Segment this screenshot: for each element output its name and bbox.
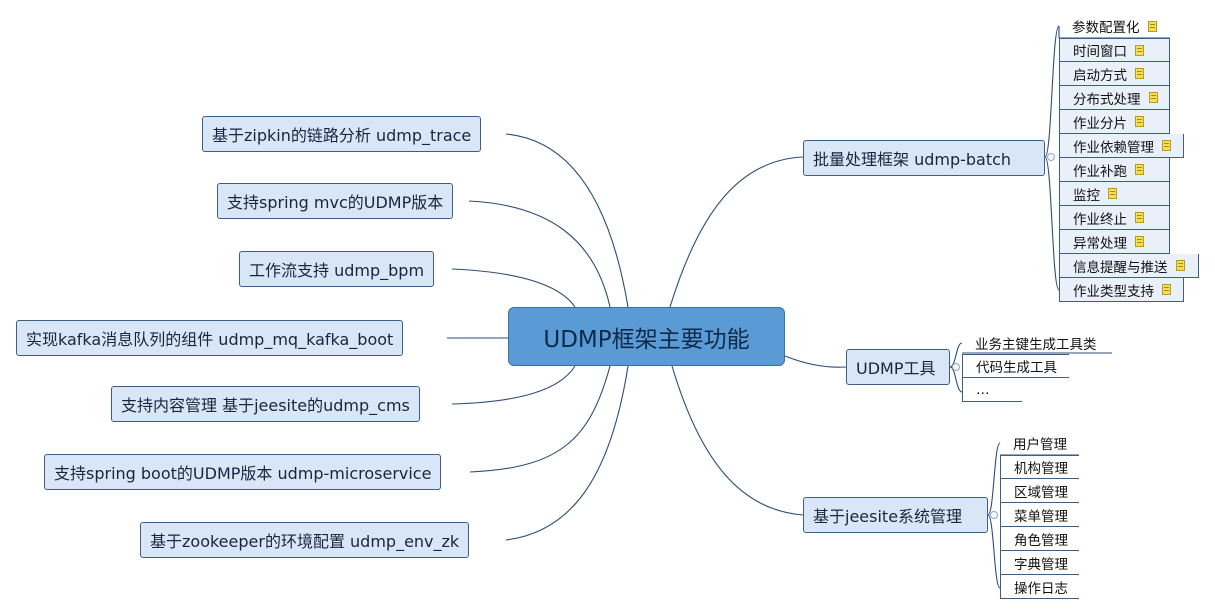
batch-item-label: 监控 <box>1073 187 1100 204</box>
topic-cms[interactable]: 支持内容管理 基于jeesite的udmp_cms <box>111 386 420 422</box>
jeesite-item-menu[interactable]: 菜单管理 <box>1000 503 1079 527</box>
tools-item-more[interactable]: … <box>962 378 1022 402</box>
batch-item-label: 作业补跑 <box>1073 163 1127 180</box>
note-icon <box>1162 284 1171 295</box>
batch-item-monitor[interactable]: 监控 <box>1059 182 1170 206</box>
tools-item-label: 代码生成工具 <box>976 360 1057 376</box>
jeesite-item-label: 字典管理 <box>1014 556 1068 573</box>
batch-item-label: 信息提醒与推送 <box>1073 259 1168 276</box>
note-icon <box>1135 164 1144 175</box>
link-batch <box>669 156 804 308</box>
batch-item-distributed[interactable]: 分布式处理 <box>1059 86 1170 110</box>
jeesite-item-label: 区域管理 <box>1014 484 1068 501</box>
tools-item-label: … <box>976 381 990 398</box>
topic-udmp-trace[interactable]: 基于zipkin的链路分析 udmp_trace <box>202 116 482 152</box>
note-icon <box>1135 116 1144 127</box>
collapse-tools-icon[interactable] <box>952 363 960 371</box>
link-microservice <box>469 365 611 473</box>
batch-item-rerun[interactable]: 作业补跑 <box>1059 158 1170 182</box>
jeesite-item-dict[interactable]: 字典管理 <box>1000 551 1079 575</box>
jeesite-item-label: 菜单管理 <box>1014 508 1068 525</box>
topic-udmp-batch[interactable]: 批量处理框架 udmp-batch <box>803 140 1045 176</box>
batch-item-terminate[interactable]: 作业终止 <box>1059 206 1170 230</box>
topic-spring-mvc[interactable]: 支持spring mvc的UDMP版本 <box>217 183 454 219</box>
topic-udmp-tools[interactable]: UDMP工具 <box>846 349 950 385</box>
jeesite-item-log[interactable]: 操作日志 <box>1000 575 1079 599</box>
jeesite-item-role[interactable]: 角色管理 <box>1000 527 1079 551</box>
topic-kafka[interactable]: 实现kafka消息队列的组件 udmp_mq_kafka_boot <box>16 320 404 356</box>
central-topic[interactable]: UDMP框架主要功能 <box>508 307 785 366</box>
topic-microservice[interactable]: 支持spring boot的UDMP版本 udmp-microservice <box>44 454 442 490</box>
topic-env-zk[interactable]: 基于zookeeper的环境配置 udmp_env_zk <box>140 522 470 558</box>
note-icon <box>1175 260 1185 271</box>
bracket-jeesite <box>987 442 1001 589</box>
collapse-batch-icon[interactable] <box>1047 153 1055 161</box>
note-icon <box>1135 212 1144 223</box>
batch-item-label: 异常处理 <box>1073 235 1127 252</box>
jeesite-item-label: 机构管理 <box>1014 461 1068 477</box>
tools-item-code-gen[interactable]: 代码生成工具 <box>962 354 1069 378</box>
batch-item-label: 启动方式 <box>1073 67 1127 84</box>
batch-item-label: 作业终止 <box>1073 211 1127 228</box>
link-trace <box>505 133 629 308</box>
note-icon <box>1162 140 1171 151</box>
link-bpm <box>451 268 576 308</box>
batch-item-startup[interactable]: 启动方式 <box>1059 62 1170 86</box>
note-icon <box>1108 188 1117 199</box>
batch-item-label: 时间窗口 <box>1073 44 1127 60</box>
batch-item-label: 作业分片 <box>1073 115 1127 132</box>
link-cms <box>451 365 576 405</box>
note-icon <box>1135 68 1144 79</box>
batch-item-label: 参数配置化 <box>1072 20 1140 36</box>
jeesite-item-label: 角色管理 <box>1014 532 1068 549</box>
note-icon <box>1135 236 1144 247</box>
note-icon <box>1147 20 1157 32</box>
note-icon <box>1148 92 1158 103</box>
batch-item-jobtype[interactable]: 作业类型支持 <box>1059 278 1184 302</box>
link-jeesite <box>671 365 804 516</box>
link-zk <box>505 365 629 541</box>
topic-jeesite[interactable]: 基于jeesite系统管理 <box>803 497 988 533</box>
bracket-batch <box>1044 25 1060 291</box>
jeesite-item-users[interactable]: 用户管理 <box>1000 431 1079 455</box>
tools-item-key-gen[interactable]: 业务主键生成工具类 <box>962 331 1112 355</box>
jeesite-item-org[interactable]: 机构管理 <box>1000 455 1079 479</box>
bracket-tools <box>949 342 963 393</box>
batch-item-notify[interactable]: 信息提醒与推送 <box>1059 254 1199 278</box>
batch-item-label: 作业类型支持 <box>1073 283 1154 300</box>
batch-item-label: 作业依赖管理 <box>1073 139 1154 156</box>
topic-udmp-bpm[interactable]: 工作流支持 udmp_bpm <box>239 251 435 287</box>
batch-item-sharding[interactable]: 作业分片 <box>1059 110 1170 134</box>
batch-item-dependency[interactable]: 作业依赖管理 <box>1059 134 1184 158</box>
jeesite-item-region[interactable]: 区域管理 <box>1000 479 1079 503</box>
batch-item-exception[interactable]: 异常处理 <box>1059 230 1170 254</box>
batch-item-params[interactable]: 参数配置化 <box>1059 14 1170 38</box>
batch-item-timewindow[interactable]: 时间窗口 <box>1059 38 1170 62</box>
jeesite-item-label: 用户管理 <box>1013 437 1067 453</box>
batch-item-label: 分布式处理 <box>1073 91 1141 108</box>
link-mvc <box>468 200 611 308</box>
collapse-jeesite-icon[interactable] <box>990 511 998 519</box>
note-icon <box>1135 44 1144 56</box>
link-tools <box>784 355 847 368</box>
jeesite-item-label: 操作日志 <box>1014 580 1068 597</box>
tools-item-label: 业务主键生成工具类 <box>975 337 1097 353</box>
